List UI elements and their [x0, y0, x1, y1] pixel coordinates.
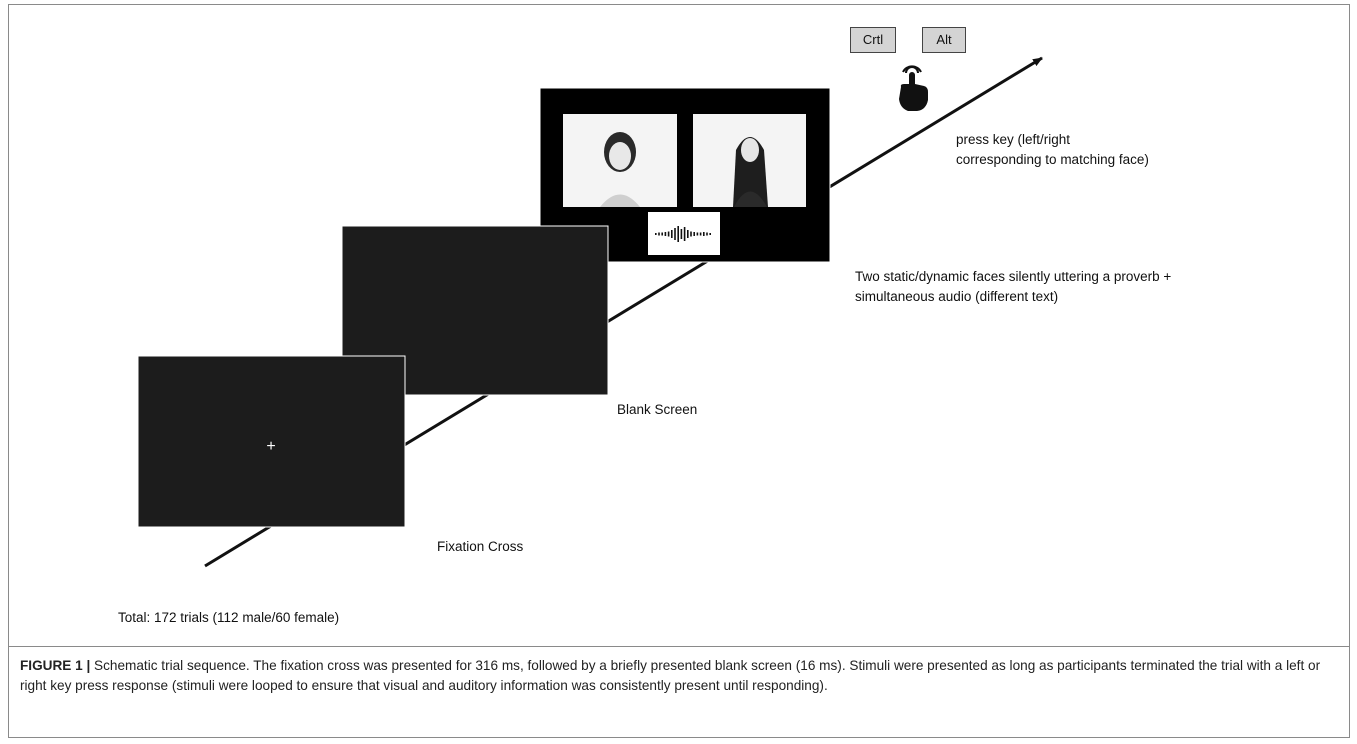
stimuli-label-line1: Two static/dynamic faces silently utteri… — [855, 269, 1172, 284]
waveform-bar — [674, 228, 676, 240]
waveform-bar — [696, 232, 699, 236]
figure-caption: FIGURE 1 | Schematic trial sequence. The… — [20, 656, 1335, 695]
caption-text: Schematic trial sequence. The fixation c… — [20, 658, 1321, 693]
waveform-bar — [699, 232, 702, 236]
fixation-plus: + — [266, 438, 275, 455]
waveform-bar — [658, 232, 660, 236]
face-panel-right — [693, 114, 806, 207]
crtl-key: Crtl — [850, 27, 896, 53]
waveform-bar — [683, 227, 686, 241]
audio-waveform-icon — [648, 212, 720, 255]
fixation-cross-label: Fixation Cross — [437, 539, 524, 554]
waveform-bar — [693, 232, 695, 236]
total-trials-label: Total: 172 trials (112 male/60 female) — [118, 610, 340, 625]
waveform-bar — [703, 232, 705, 236]
waveform-bar — [680, 229, 683, 239]
waveform-bar — [690, 231, 692, 237]
blank-screen-label: Blank Screen — [617, 402, 698, 417]
waveform-bar — [687, 230, 689, 238]
waveform-bar — [664, 232, 667, 236]
press-key-label-line2: corresponding to matching face) — [956, 152, 1149, 167]
waveform-bar — [667, 231, 670, 237]
face-panel-left — [563, 114, 677, 207]
waveform-bar — [671, 230, 673, 238]
waveform-bar — [677, 226, 679, 242]
caption-label: FIGURE 1 | — [20, 658, 91, 673]
waveform-bar — [655, 233, 657, 235]
figure-frame — [8, 4, 1350, 738]
pointing-hand-icon — [899, 65, 928, 111]
stimuli-label-line2: simultaneous audio (different text) — [855, 289, 1059, 304]
waveform-bar — [706, 232, 708, 236]
caption-divider — [9, 646, 1349, 647]
fixation-screen — [137, 355, 406, 528]
waveform-bar — [709, 233, 711, 235]
alt-key: Alt — [922, 27, 966, 53]
press-key-label-line1: press key (left/right — [956, 132, 1071, 147]
trial-sequence-diagram: + — [137, 56, 1043, 568]
waveform-bar — [661, 232, 663, 236]
